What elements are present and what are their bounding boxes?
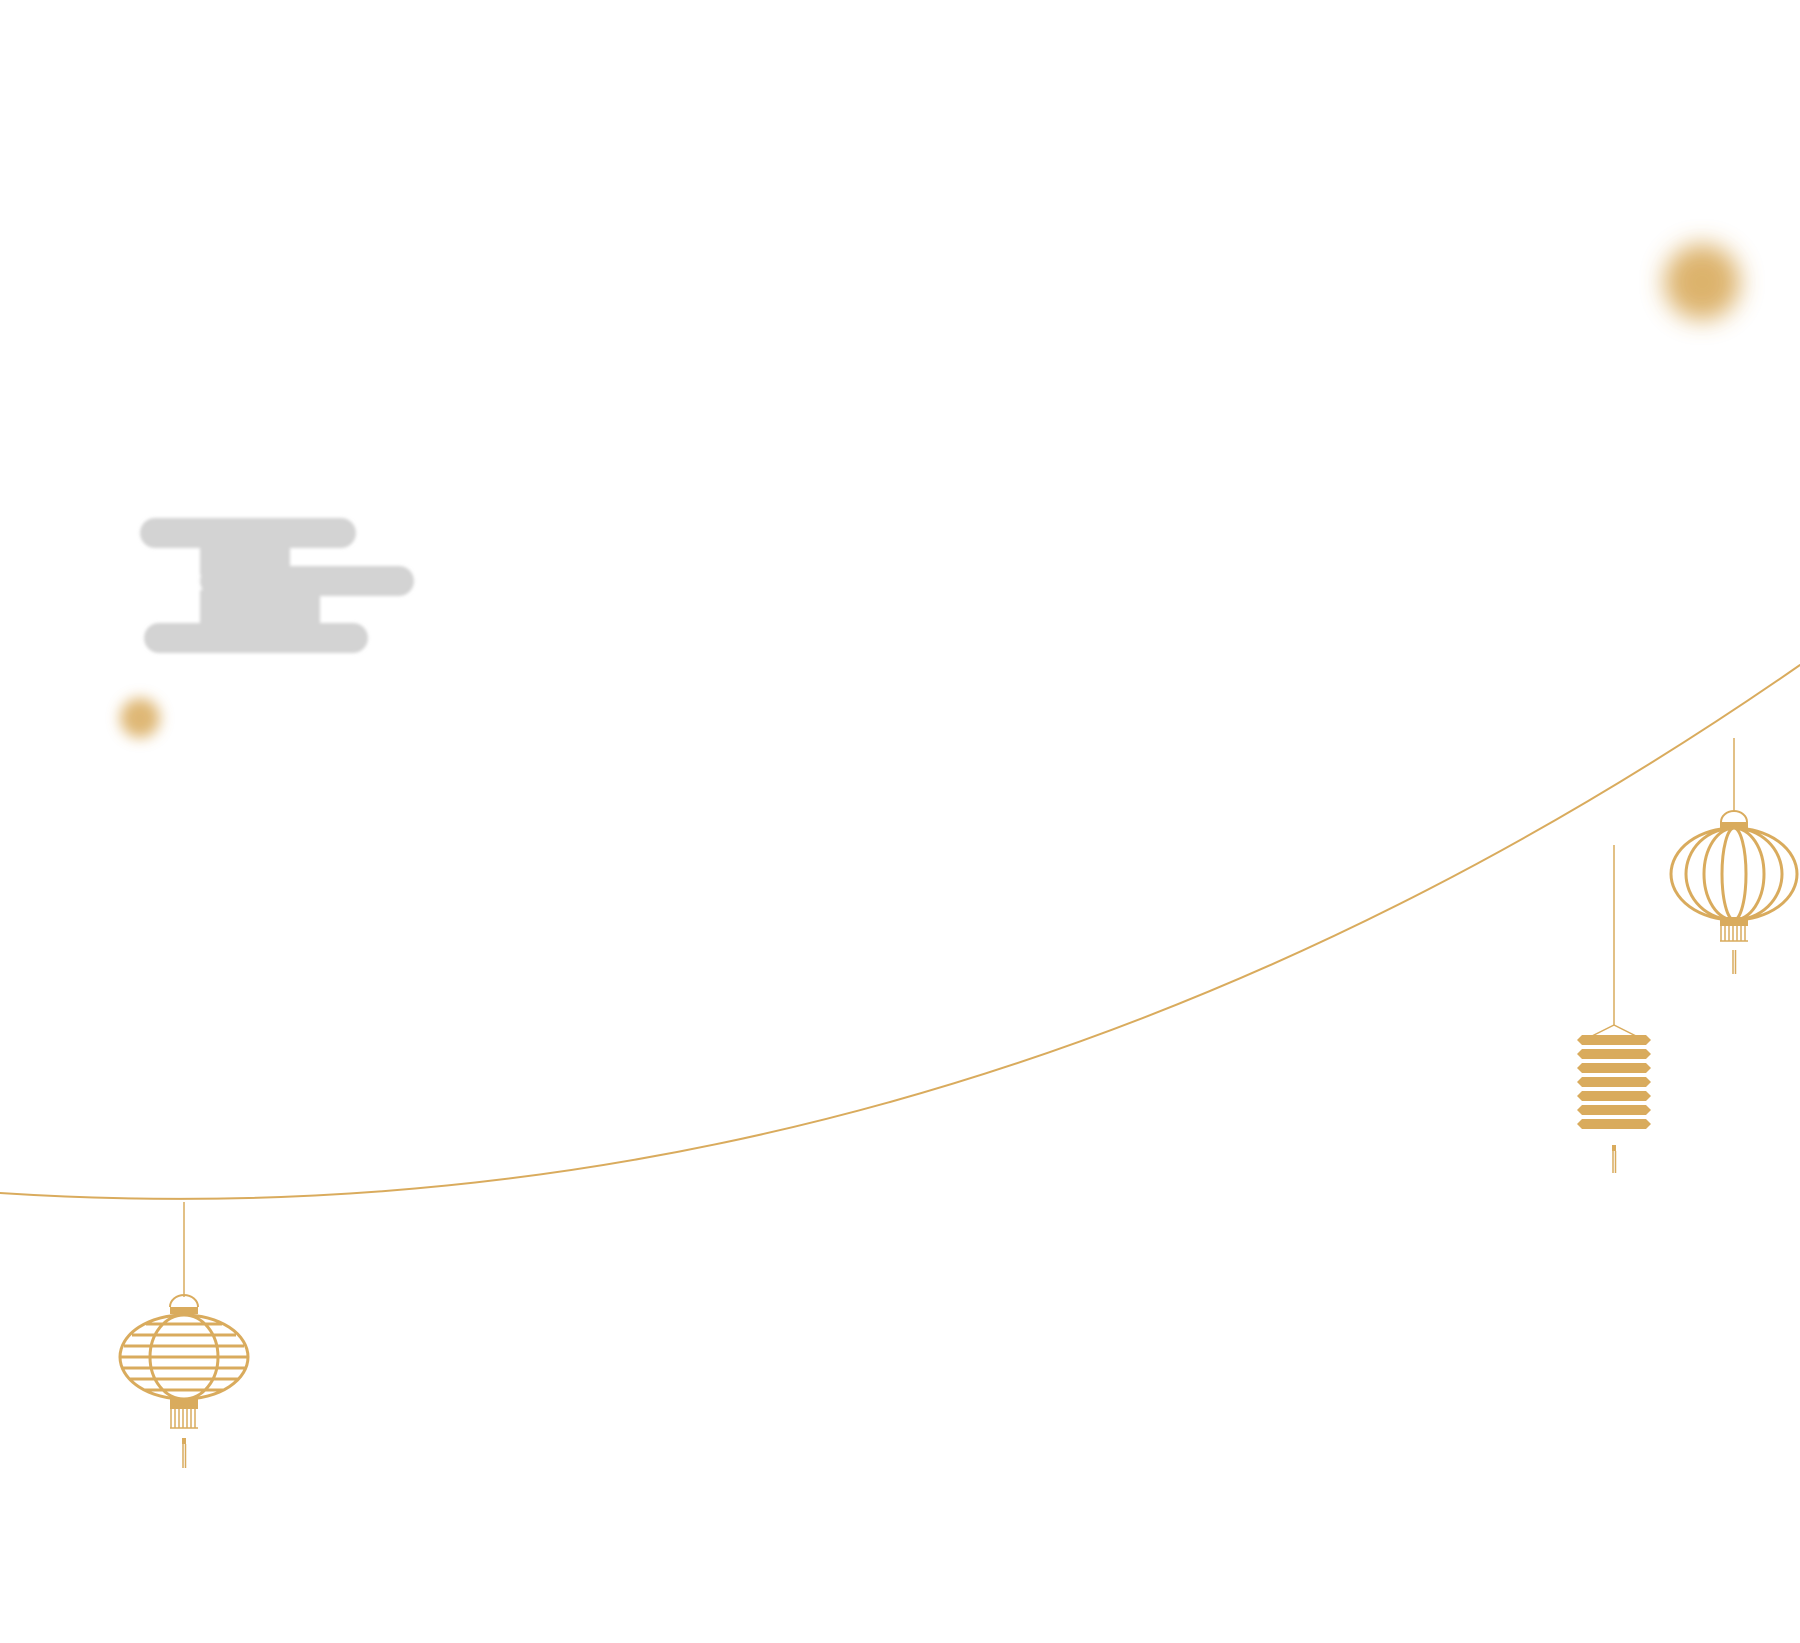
- globe-lantern-icon: [1669, 738, 1799, 974]
- glow-icon: [120, 698, 160, 738]
- glow-icon: [1664, 244, 1740, 320]
- string-line: [0, 664, 1800, 1200]
- round-lantern-icon: [118, 1202, 250, 1468]
- tiered-lantern-icon: [1577, 845, 1651, 1173]
- cloud-icon: [140, 518, 414, 653]
